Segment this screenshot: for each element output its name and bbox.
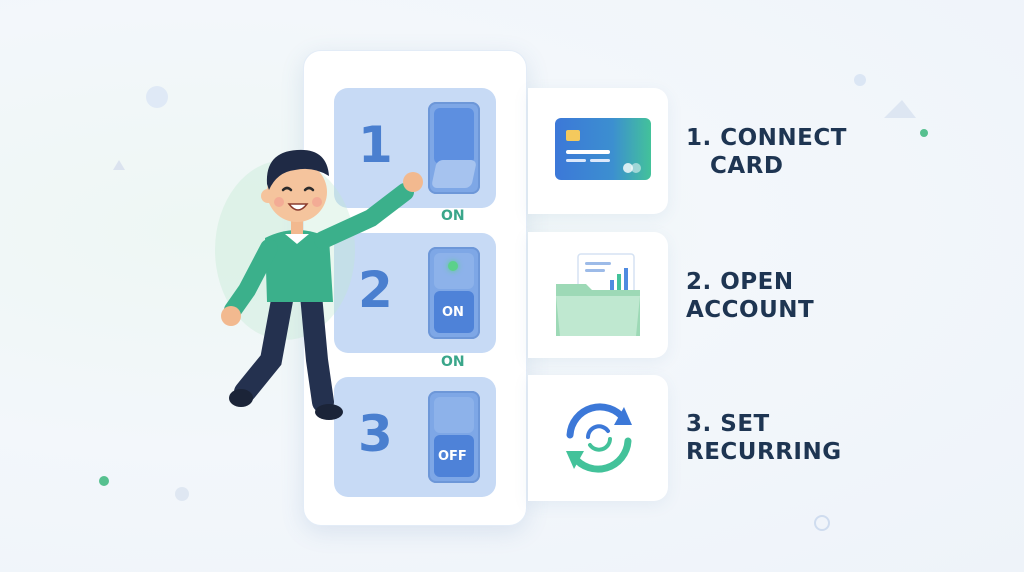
step-2-number: 2 [358,261,393,319]
step-2-title-line1: 2. OPEN [686,269,794,295]
step-2-switch-lever [434,291,474,333]
person-illustration [215,149,423,420]
step-1-title-line1: 1. CONNECT [686,125,847,151]
step-3-title-line2: RECURRING [686,439,842,465]
step-2-status-label: ON [441,354,465,370]
step-2-icon-card [528,232,668,358]
step-2-title-line2: ACCOUNT [686,297,815,323]
step-1-switch[interactable] [428,102,480,194]
step-2-title: 2. OPEN ACCOUNT [686,268,814,324]
step-3-tile: 3 OFF [334,377,496,497]
step-1-title: 1. CONNECT CARD [686,124,847,180]
step-1-tile: 1 [334,88,496,208]
step-3-switch-top [434,397,474,433]
step-1-title-line2: CARD [710,153,784,179]
recurring-arrows-icon [566,403,632,473]
step-1-icon-card [528,88,668,214]
indicator-light-icon [448,261,458,271]
step-2-tile: 2 ON [334,233,496,353]
folder-chart-icon [556,253,640,336]
credit-card-icon [555,118,651,180]
step-3-number: 3 [358,405,393,463]
step-2-switch-top [434,253,474,289]
step-3-switch-lever [434,435,474,477]
step-2-switch-label: ON [442,305,464,320]
step-3-switch[interactable]: OFF [428,391,480,483]
step-2-switch[interactable]: ON [428,247,480,339]
step-3-switch-label: OFF [438,449,467,464]
step-3-title: 3. SET RECURRING [686,410,842,466]
step-1-switch-lever [434,108,474,164]
step-1-status-label: ON [441,208,465,224]
step-3-title-line1: 3. SET [686,411,770,437]
step-1-number: 1 [358,116,393,174]
step-3-icon-card [528,375,668,501]
